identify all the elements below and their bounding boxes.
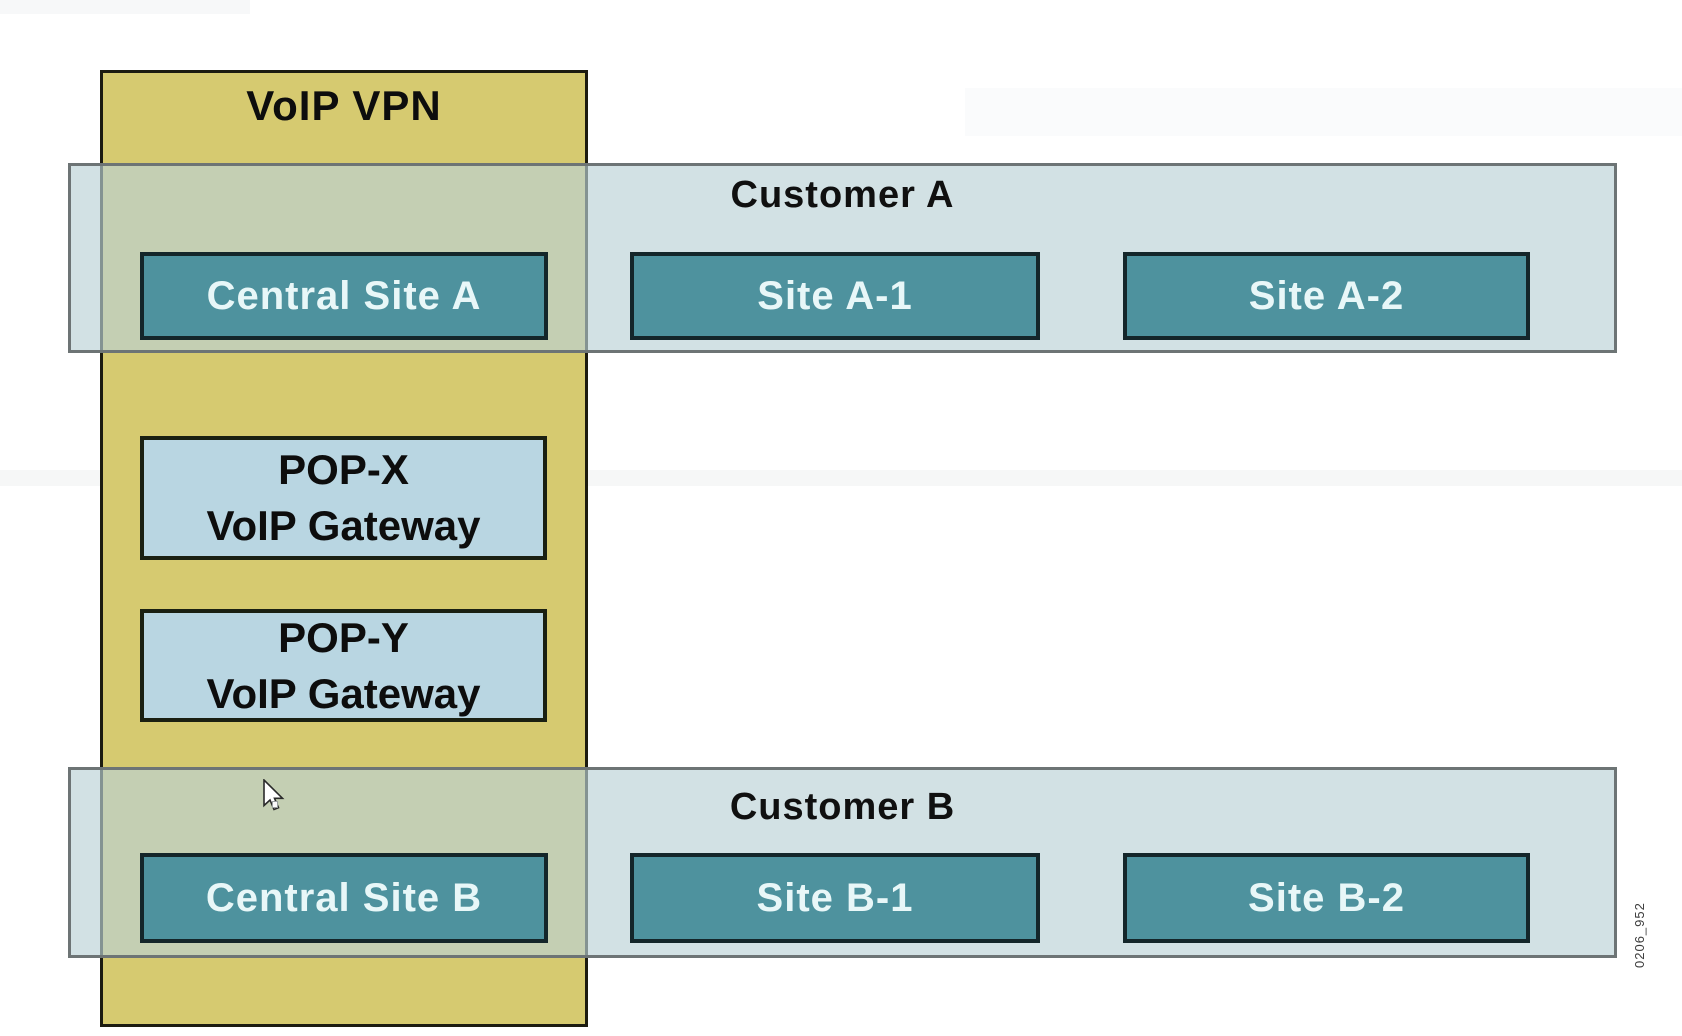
site-b2-box: Site B-2 (1123, 853, 1530, 943)
central-site-b-box: Central Site B (140, 853, 548, 943)
site-a2-box: Site A-2 (1123, 252, 1530, 340)
vpn-column-title: VoIP VPN (246, 82, 442, 129)
pop-y-gateway-box: POP-Y VoIP Gateway (140, 609, 547, 722)
site-b1-label: Site B-1 (756, 875, 914, 920)
site-b1-box: Site B-1 (630, 853, 1040, 943)
pop-y-name: POP-Y (278, 613, 409, 661)
background-artifact-strip (0, 0, 250, 14)
customer-a-title: Customer A (730, 174, 955, 216)
background-artifact-strip (965, 88, 1682, 136)
site-b2-label: Site B-2 (1248, 875, 1405, 920)
figure-id-label: 0206_952 (1632, 902, 1647, 968)
pop-y-role: VoIP Gateway (206, 669, 481, 717)
site-a1-label: Site A-1 (757, 273, 913, 318)
central-site-a-label: Central Site A (206, 273, 482, 318)
central-site-a-box: Central Site A (140, 252, 548, 340)
pop-x-role: VoIP Gateway (206, 502, 481, 549)
customer-b-title: Customer B (729, 786, 956, 828)
cursor-trail-speck (272, 801, 278, 808)
site-a2-label: Site A-2 (1248, 273, 1405, 318)
pop-x-name: POP-X (278, 446, 409, 493)
site-a1-box: Site A-1 (630, 252, 1040, 340)
pop-x-gateway-box: POP-X VoIP Gateway (140, 436, 547, 560)
central-site-b-label: Central Site B (205, 875, 483, 920)
cursor-icon (263, 779, 285, 811)
